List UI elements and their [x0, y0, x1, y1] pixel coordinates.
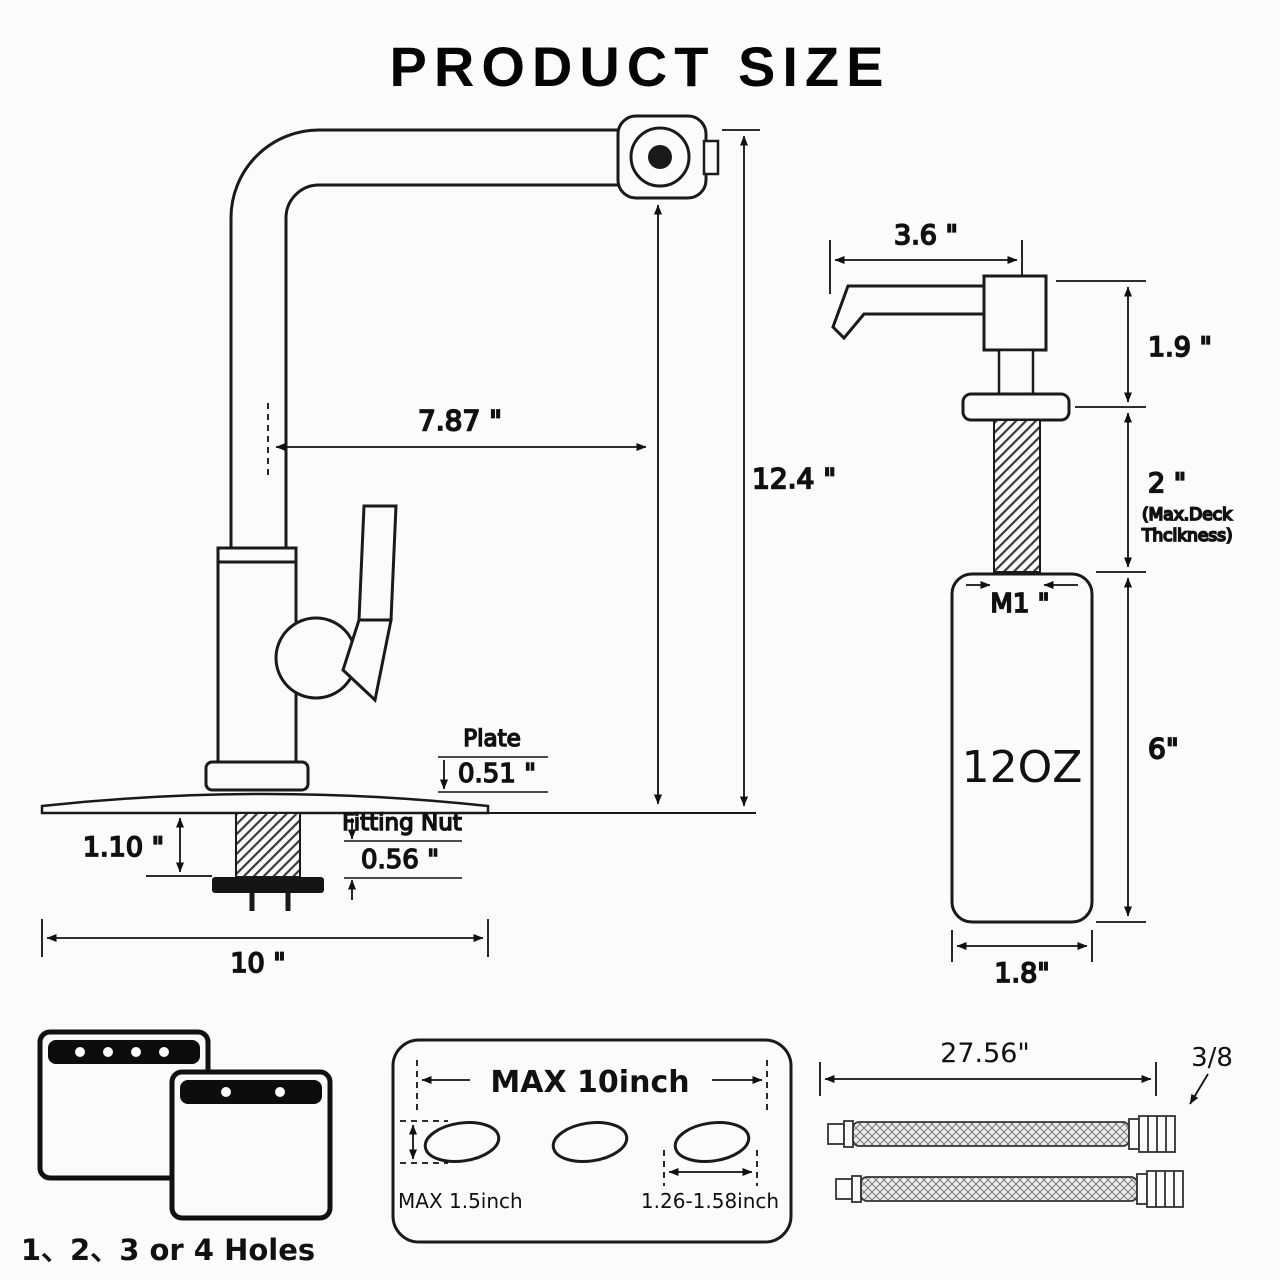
- dim-bottle-height-label: 6": [1148, 732, 1179, 765]
- soap-dispenser-drawing: 12OZ: [831, 274, 1094, 924]
- plate-label: Plate: [463, 726, 521, 752]
- dim-under-plate: 1.10 ": [82, 817, 212, 877]
- dim-deck-thickness: 2 " (Max.Deck Thcikness): [1075, 406, 1234, 568]
- dim-thread-label: M1 ": [990, 589, 1049, 619]
- hose-thread-size-label: 3/8: [1191, 1043, 1233, 1073]
- hose-1-braid: [852, 1121, 1130, 1147]
- deck-plate-hole-min-label: MAX 1.5inch: [398, 1189, 523, 1213]
- dim-fitting-nut-label: 0.56 ": [361, 845, 439, 875]
- sink-holes-drawing: 1、2、3 or 4 Holes: [21, 1029, 333, 1267]
- dim-fitting-nut: Fitting Nut 0.56 ": [341, 809, 463, 900]
- faucet-deck-plate: [40, 792, 490, 815]
- sink-b: [169, 1069, 333, 1221]
- dim-plate-thickness: Plate 0.51 ": [438, 725, 548, 793]
- hose-2-braid: [860, 1176, 1138, 1202]
- deck-note-line1: (Max.Deck: [1142, 505, 1232, 525]
- deck-plate-drawing: MAX 10inch MAX 1.5inch 1.26-1.58inc: [391, 1038, 793, 1244]
- dim-plate-width-label: 10 ": [230, 948, 285, 979]
- page-title: PRODUCT SIZE: [389, 35, 891, 98]
- deck-plate-outline: [391, 1038, 793, 1244]
- sink-holes-label: 1、2、3 or 4 Holes: [21, 1233, 315, 1267]
- dim-plate-thickness-label: 0.51 ": [458, 759, 536, 789]
- dim-spout-reach-label: 7.87 ": [418, 404, 502, 437]
- deck-plate-hole-2: [551, 1120, 629, 1164]
- sink-b-hole-2: [275, 1087, 285, 1097]
- dispenser-pump-head: [982, 274, 1048, 352]
- dispenser-flange: [961, 392, 1071, 422]
- dim-thread: M1 ": [966, 581, 1078, 620]
- faucet-threaded-shaft: [235, 812, 301, 878]
- hose-1: [827, 1115, 1176, 1153]
- faucet-handle-ball: [274, 616, 358, 700]
- faucet-handle-lever: [357, 504, 398, 622]
- dim-dispenser-spout-label: 3.6 ": [894, 220, 958, 251]
- sink-a-hole-4: [159, 1047, 169, 1057]
- hose-2: [835, 1170, 1184, 1208]
- hoses-drawing: 27.56" 3/8: [819, 1038, 1233, 1208]
- dim-spout-reach: 7.87 ": [267, 403, 647, 477]
- dim-dispenser-head-label: 1.9 ": [1148, 332, 1212, 363]
- dim-dispenser-spout: 3.6 ": [829, 219, 1023, 294]
- hose-length-label: 27.56": [940, 1038, 1030, 1069]
- faucet-base-flange: [204, 760, 310, 792]
- deck-plate-max-width-label: MAX 10inch: [490, 1065, 689, 1100]
- faucet-handle-neck: [341, 618, 393, 703]
- faucet-spray-side-button: [702, 139, 720, 176]
- dim-total-height: 12.4 ": [722, 129, 837, 807]
- dim-total-height-label: 12.4 ": [752, 462, 836, 495]
- deck-note-line2: Thcikness): [1141, 526, 1233, 546]
- dispenser-neck: [997, 348, 1035, 396]
- deck-plate-hole-3: [673, 1120, 751, 1164]
- dispenser-bottle: [950, 572, 1094, 924]
- faucet-spray-button: [648, 145, 672, 169]
- dim-bottle-height: 6": [1096, 571, 1180, 923]
- sink-a-holebar: [48, 1040, 200, 1064]
- faucet-fitting-nut: [212, 877, 324, 893]
- sink-a-hole-1: [75, 1047, 85, 1057]
- dim-under-plate-label: 1.10 ": [83, 832, 164, 863]
- dim-dispenser-head: 1.9 ": [1056, 280, 1213, 403]
- dim-plate-width: 10 ": [41, 919, 489, 980]
- sink-b-hole-1: [221, 1087, 231, 1097]
- dim-deck-thickness-label: 2 ": [1148, 468, 1186, 499]
- deck-plate-hole-1: [423, 1120, 501, 1164]
- dispenser-spout: [831, 284, 992, 341]
- sink-b-holebar: [180, 1080, 322, 1104]
- sink-a-hole-3: [131, 1047, 141, 1057]
- dispenser-threaded-tube: [993, 419, 1041, 573]
- fitting-nut-label: Fitting Nut: [342, 810, 462, 836]
- sink-a-hole-2: [103, 1047, 113, 1057]
- deck-plate-hole-range-label: 1.26-1.58inch: [641, 1189, 779, 1213]
- dim-bottle-width-label: 1.8": [994, 958, 1049, 989]
- faucet-drawing: [40, 114, 756, 911]
- faucet-spout: [229, 128, 630, 560]
- dim-bottle-width: 1.8": [951, 930, 1093, 990]
- dispenser-capacity-label: 12OZ: [962, 742, 1083, 793]
- faucet-spout-inner: [284, 183, 630, 560]
